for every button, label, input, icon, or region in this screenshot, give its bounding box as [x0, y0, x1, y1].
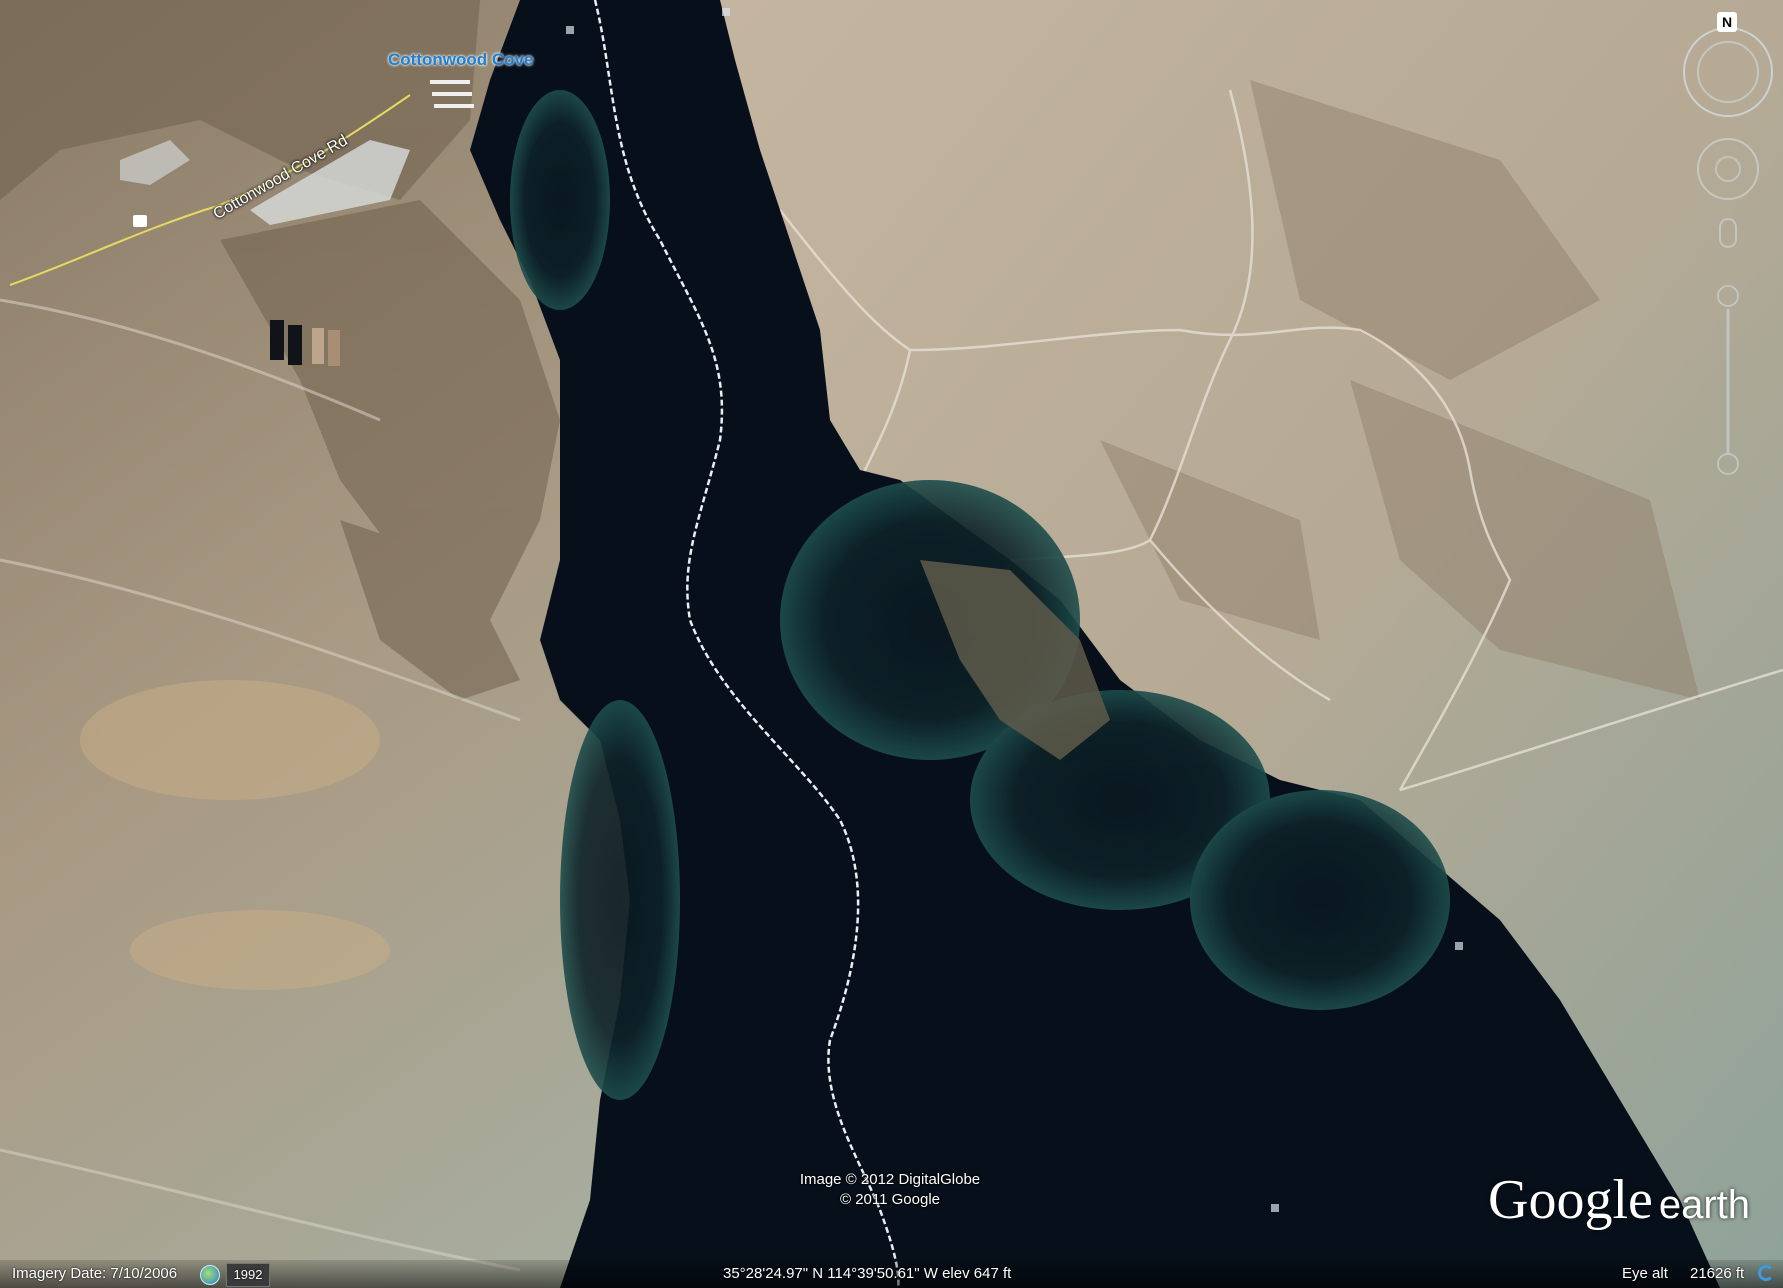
- highway-cottonwood-cove-rd: [9, 94, 411, 286]
- placemark-marker[interactable]: [1271, 1204, 1279, 1212]
- status-bar: Imagery Date: 7/10/2006 1992 35°28'24.97…: [0, 1260, 1783, 1288]
- look-joystick-icon[interactable]: [1697, 138, 1759, 200]
- streaming-icon: [1758, 1265, 1774, 1281]
- imagery-credits: Image © 2012 DigitalGlobe © 2011 Google: [730, 1170, 1050, 1210]
- move-joystick-icon[interactable]: [1719, 218, 1737, 248]
- credit-line-1: Image © 2012 DigitalGlobe: [799, 1171, 981, 1188]
- placemark-marker[interactable]: [722, 8, 730, 16]
- place-label-cottonwood-cove[interactable]: Cottonwood Cove: [388, 50, 534, 69]
- placemark-marker[interactable]: [1455, 942, 1463, 950]
- mountain-ridges-east: [1100, 80, 1700, 700]
- sand-fans: [80, 680, 390, 990]
- eye-alt-value: 21626 ft: [1690, 1265, 1745, 1282]
- peninsula: [920, 560, 1110, 760]
- washes-west: [0, 298, 521, 1272]
- imagery-date: Imagery Date: 7/10/2006: [12, 1265, 178, 1282]
- eye-alt-label: Eye alt: [1622, 1265, 1668, 1282]
- navigation-controls[interactable]: [1680, 14, 1780, 484]
- placemark-marker[interactable]: [566, 26, 574, 34]
- coordinates-readout: 35°28'24.97" N 114°39'50.61" W elev 647 …: [723, 1265, 1012, 1282]
- historical-imagery-icon[interactable]: [200, 1265, 220, 1285]
- dirt-roads-east: [779, 89, 1783, 792]
- history-year-badge[interactable]: 1992: [226, 1263, 270, 1287]
- north-indicator[interactable]: N: [1717, 12, 1737, 32]
- cottonwood-cove-settlement: [120, 80, 474, 366]
- compass-icon[interactable]: [1683, 27, 1773, 117]
- shallow-shoreline: [510, 90, 1450, 1100]
- credit-line-2: © 2011 Google: [839, 1191, 940, 1208]
- logo-main-text: Google: [1488, 1169, 1653, 1231]
- logo-sub-text: earth: [1658, 1183, 1751, 1227]
- zoom-slider-icon[interactable]: [1717, 285, 1739, 475]
- route-shield-icon: [133, 215, 147, 227]
- state-boundary-line: [593, 0, 900, 1288]
